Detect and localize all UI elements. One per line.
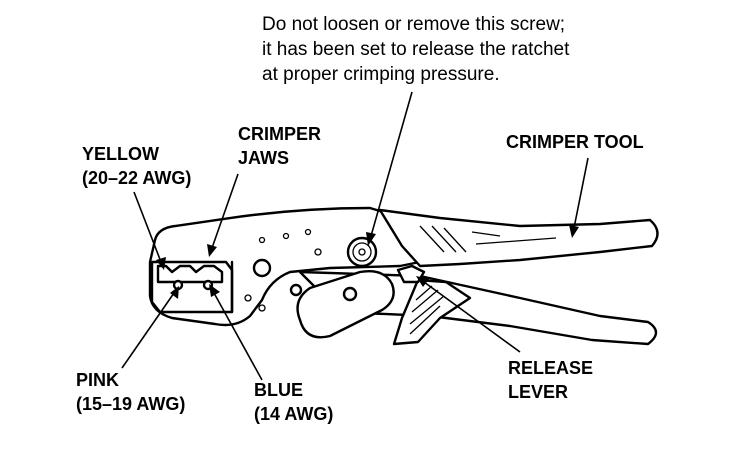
screw-warning-line-3: at proper crimping pressure. [262,64,500,85]
leader-lines [121,91,589,381]
pivot-rivet [252,258,272,278]
screw-warning-line-2: it has been set to release the ratchet [262,39,570,60]
yellow-label-line-1: YELLOW [82,144,159,164]
crimper-jaws-label-line-2: JAWS [238,148,289,168]
lower-rivet [289,283,303,297]
pink-label-line-2: (15–19 AWG) [76,394,185,414]
ratchet-screw-icon [346,236,378,268]
crimper-jaws-label-line-1: CRIMPER [238,124,321,144]
link-plate [296,270,395,339]
lower-grip-sleeve [392,278,472,346]
link-pivot [342,286,358,302]
release-lever-label-line-1: RELEASE [508,358,593,378]
blue-label-line-1: BLUE [254,380,303,400]
crimper-tool-label: CRIMPER TOOL [506,132,644,152]
pink-label-line-1: PINK [76,370,119,390]
upper-handle [378,208,659,268]
release-lever-label-line-2: LEVER [508,382,568,402]
screw-warning-line-1: Do not loosen or remove this screw; [262,14,565,35]
crimper-tool-illustration [148,206,659,346]
yellow-label-line-2: (20–22 AWG) [82,168,191,188]
blue-label-line-2: (14 AWG) [254,404,333,424]
